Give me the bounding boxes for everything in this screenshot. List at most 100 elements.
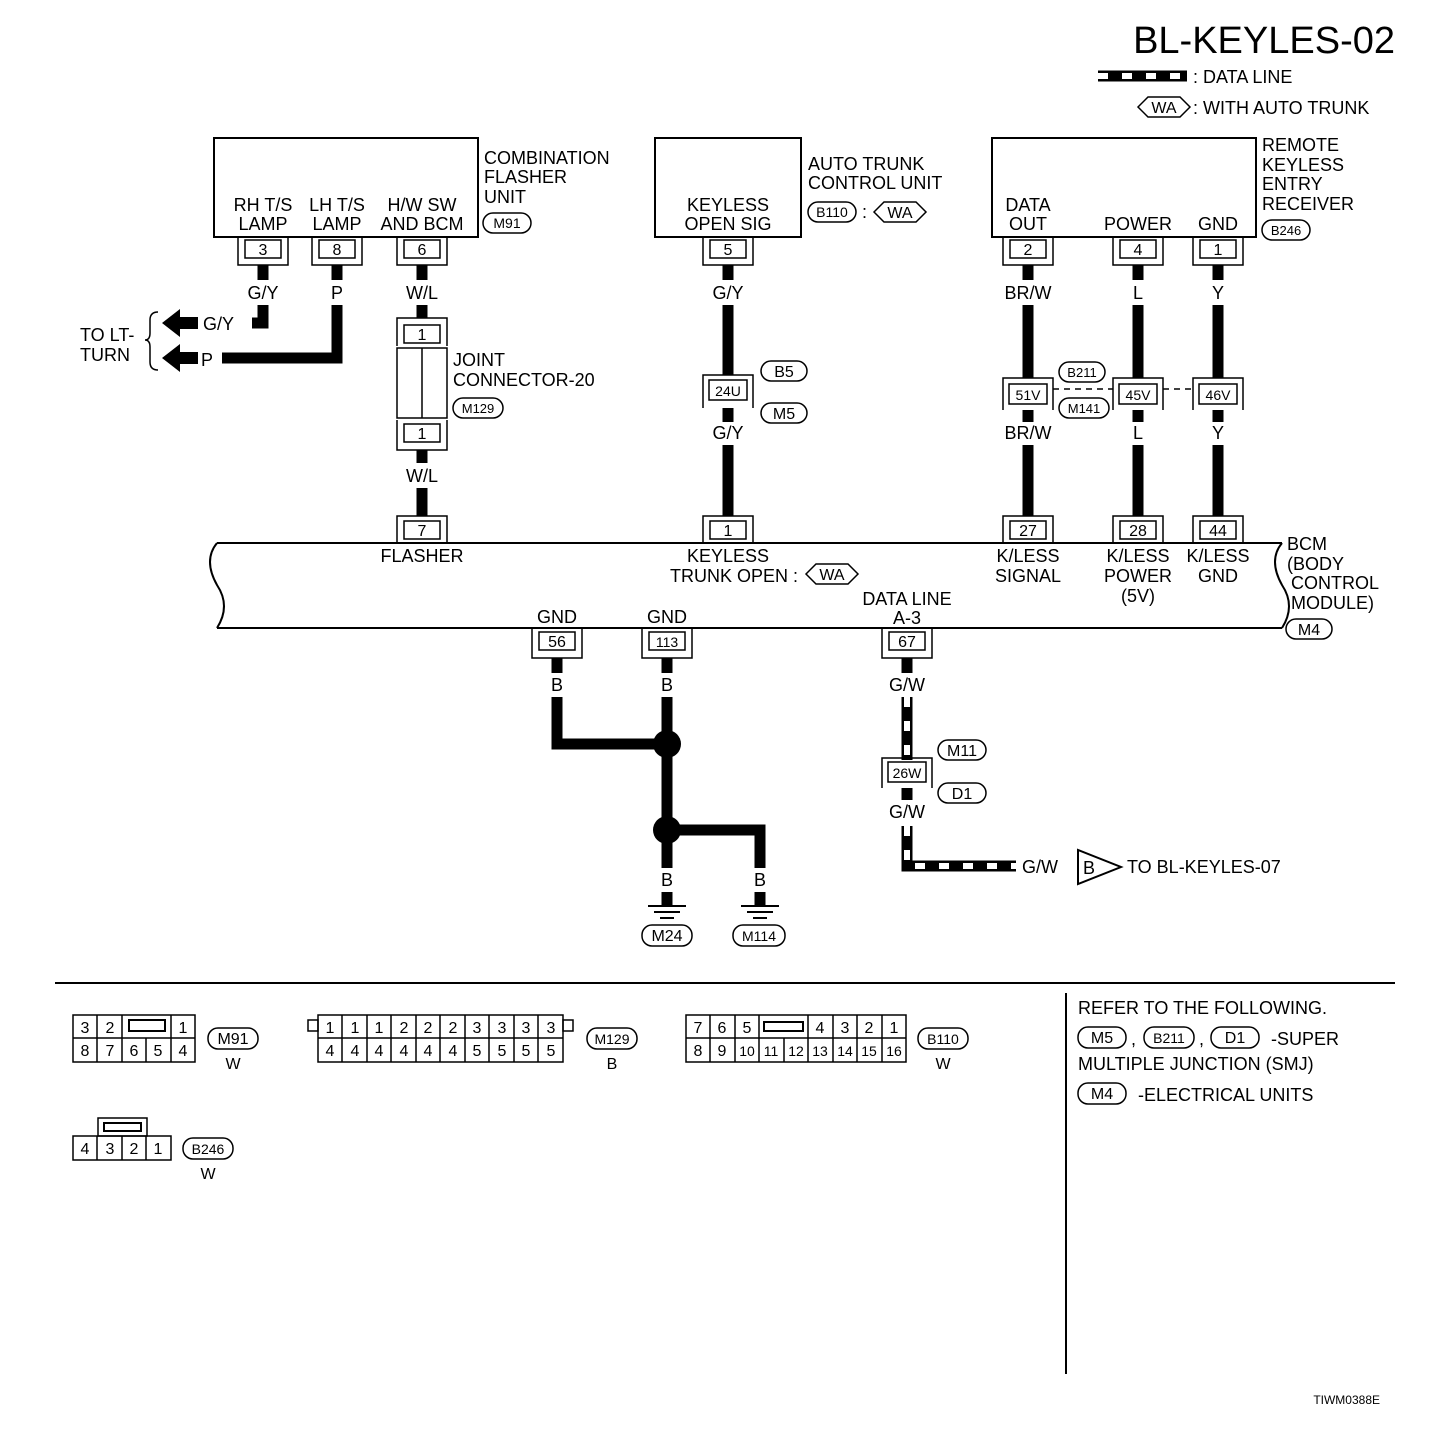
svg-text:6: 6: [418, 242, 427, 259]
svg-text:6: 6: [718, 1020, 727, 1037]
refer-d1-tag: D1: [1225, 1030, 1246, 1047]
wa-legend: WA : WITH AUTO TRUNK: [1136, 96, 1369, 118]
svg-text:12: 12: [788, 1043, 804, 1059]
ground-icon: [741, 905, 779, 919]
to-bl-keyles-07[interactable]: B TO BL-KEYLES-07: [1077, 848, 1281, 886]
trunk-pin-5: 5: [702, 237, 754, 266]
ground-icon: [648, 905, 686, 919]
flasher-pin-6: 6: [396, 237, 448, 266]
receiver-name-4: RECEIVER: [1262, 194, 1354, 214]
bcm-name-3: CONTROL: [1291, 573, 1379, 593]
svg-text:4: 4: [326, 1043, 335, 1060]
bcm-pin-7: 7: [396, 515, 448, 543]
data-line-legend: : DATA LINE: [1098, 67, 1292, 87]
svg-text:2: 2: [424, 1020, 433, 1037]
trunk-name-1: AUTO TRUNK: [808, 154, 924, 174]
svg-text:5: 5: [473, 1043, 482, 1060]
refer-m5-tag: M5: [1091, 1030, 1113, 1047]
bcm-label-gnd-113: GND: [647, 607, 687, 627]
wire-label-p-lh: P: [331, 283, 343, 303]
svg-text:2: 2: [1024, 242, 1033, 259]
wire-label-b-56: B: [551, 675, 563, 695]
refer-b211-tag: B211: [1153, 1030, 1185, 1046]
smj-receiver: 51V 45V 46V B211 M141: [1002, 361, 1244, 419]
wire-label-l-2: L: [1133, 423, 1143, 443]
figure-id: TIWM0388E: [1313, 1393, 1380, 1407]
receiver-pin-label-data-2: OUT: [1009, 214, 1047, 234]
svg-text:1: 1: [179, 1020, 188, 1037]
joint-pin-bottom: 1: [418, 426, 427, 443]
svg-text:6: 6: [130, 1043, 139, 1060]
smj-b211-tag: B211: [1067, 365, 1096, 380]
wire-label-brw-2: BR/W: [1005, 423, 1052, 443]
smj-m141-tag: M141: [1068, 401, 1101, 416]
refer-m4-tag: M4: [1091, 1086, 1113, 1103]
flasher-name-2: FLASHER: [484, 167, 567, 187]
svg-text:1: 1: [375, 1020, 384, 1037]
wire-label-l: L: [1133, 283, 1143, 303]
ground-m114-tag: M114: [742, 928, 776, 944]
svg-text:M91: M91: [217, 1031, 248, 1048]
receiver-pin-label-gnd: GND: [1198, 214, 1238, 234]
trunk-colon: :: [862, 202, 867, 222]
smj-m5-tag: M5: [773, 406, 795, 423]
bcm-body: BCM (BODY CONTROL MODULE) M4: [209, 534, 1379, 640]
svg-text:7: 7: [694, 1020, 703, 1037]
flasher-connector-tag: M91: [493, 215, 520, 231]
svg-text:4: 4: [816, 1020, 825, 1037]
svg-text:5: 5: [743, 1020, 752, 1037]
wire-label-wl-top: W/L: [406, 283, 438, 303]
svg-text:67: 67: [898, 634, 916, 651]
flasher-pin-label-rh: RH T/S: [234, 195, 293, 215]
connector-face-m129: 1 1 1 2 2 2 3 3 3 3 4 4 4 4 4 4 5 5 5 5 …: [307, 1014, 638, 1073]
wire-label-wl-bottom: W/L: [406, 466, 438, 486]
wa-legend-text: : WITH AUTO TRUNK: [1193, 98, 1369, 118]
svg-text:4: 4: [179, 1043, 188, 1060]
svg-text:4: 4: [81, 1141, 90, 1158]
wire-label-gw-out: G/W: [1022, 857, 1058, 877]
svg-text:2: 2: [449, 1020, 458, 1037]
bcm-pin-56: 56: [531, 628, 583, 659]
wire-label-gw-top: G/W: [889, 675, 925, 695]
svg-text:3: 3: [547, 1020, 556, 1037]
connector-face-b110: 7 6 5 4 3 2 1 8 9 10 11 12 13 14 15 16 B…: [685, 1014, 969, 1073]
svg-text:B110: B110: [927, 1031, 959, 1047]
arrow-left-icon: [162, 309, 198, 337]
svg-text:5: 5: [154, 1043, 163, 1060]
svg-text:8: 8: [694, 1043, 703, 1060]
bcm-label-kless-signal-1: K/LESS: [996, 546, 1059, 566]
svg-text:8: 8: [81, 1043, 90, 1060]
svg-text:7: 7: [418, 523, 427, 540]
receiver-pin-label-power: POWER: [1104, 214, 1172, 234]
combination-flasher-unit: COMBINATION FLASHER UNIT M91 RH T/S LAMP…: [213, 137, 610, 238]
svg-text:10: 10: [739, 1043, 755, 1059]
svg-text:5: 5: [724, 242, 733, 259]
svg-text:B: B: [607, 1056, 618, 1073]
wire-label-b-113: B: [661, 675, 673, 695]
smj-24u: 24U B5 M5: [702, 360, 808, 424]
svg-text:1: 1: [724, 523, 733, 540]
smj-24u-pin: 24U: [715, 383, 741, 399]
svg-text:M129: M129: [594, 1031, 629, 1047]
trunk-name-2: CONTROL UNIT: [808, 173, 942, 193]
refer-smj-text: -SUPER: [1271, 1029, 1339, 1049]
refer-smj-text-2: MULTIPLE JUNCTION (SMJ): [1078, 1054, 1314, 1074]
trunk-wa-tag: WA: [887, 205, 913, 222]
bcm-label-gnd-56: GND: [537, 607, 577, 627]
svg-text:W: W: [935, 1056, 951, 1073]
svg-text:,: ,: [1199, 1029, 1204, 1049]
svg-text:3: 3: [259, 242, 268, 259]
svg-text:5: 5: [547, 1043, 556, 1060]
bcm-name-4: MODULE): [1291, 593, 1374, 613]
bcm-pin-27: 27: [1002, 515, 1054, 543]
svg-text:3: 3: [522, 1020, 531, 1037]
svg-text:13: 13: [812, 1043, 828, 1059]
svg-text:2: 2: [106, 1020, 115, 1037]
wire-label-gy-trunk: G/Y: [712, 283, 743, 303]
svg-text:28: 28: [1129, 523, 1147, 540]
bcm-pin-1: 1: [702, 515, 754, 543]
joint-pin-top: 1: [418, 327, 427, 344]
svg-text:3: 3: [81, 1020, 90, 1037]
svg-text:3: 3: [841, 1020, 850, 1037]
